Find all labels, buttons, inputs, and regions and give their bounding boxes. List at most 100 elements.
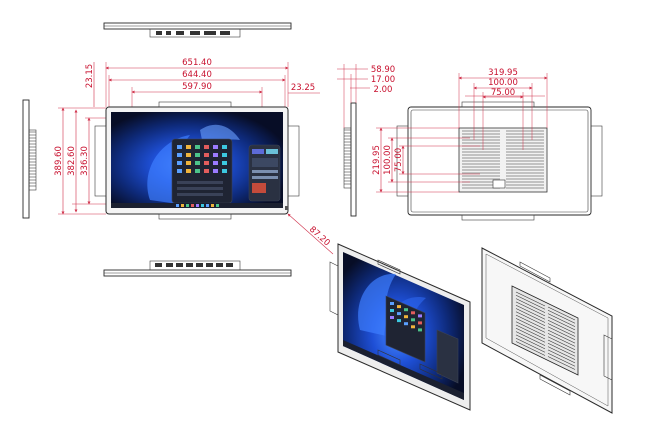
taskbar-icon (181, 204, 184, 207)
fin-line (547, 313, 576, 327)
dim-width-mid: 644.40 (182, 70, 212, 80)
dim-vesa-100-v: 100.00 (383, 145, 393, 175)
left-side-view (22, 99, 37, 219)
app-tile (204, 161, 209, 165)
perspective-front-view (329, 243, 471, 411)
mounting-bracket-graphic (511, 285, 579, 376)
app-tile (404, 308, 408, 312)
dim-height-inner: 336.30 (80, 146, 90, 176)
app-tile (222, 169, 227, 173)
port (216, 263, 223, 267)
list-row (177, 181, 223, 184)
app-tile (195, 145, 200, 149)
app-tile (390, 309, 394, 312)
fin-line (515, 308, 546, 323)
top-view (103, 22, 292, 38)
app-tile (418, 328, 422, 332)
back-vertical-dimensions: 219.95 100.00 75.00 (372, 127, 480, 193)
app-tile (213, 145, 218, 149)
dim-vesa-width: 319.95 (488, 68, 518, 78)
fin-line (515, 321, 546, 336)
app-tile (213, 169, 218, 173)
front-vertical-dimensions: 389.60 382.60 336.30 (54, 107, 109, 215)
fin-line (515, 331, 546, 346)
app-tile (186, 153, 191, 157)
app-tile (177, 169, 182, 173)
app-tile (204, 169, 209, 173)
port (176, 263, 183, 267)
app-tile (195, 161, 200, 165)
app-tile (213, 153, 218, 157)
taskbar-icon (211, 204, 214, 207)
fin-line (547, 329, 576, 344)
fin-line (515, 341, 546, 356)
dim-vesa-100-h: 100.00 (488, 78, 518, 88)
diagonal-dimension: 87.20 (287, 213, 334, 255)
taskbar-icon (186, 204, 189, 207)
port (166, 263, 173, 267)
fin-line (547, 349, 576, 364)
taskbar-icon (201, 204, 204, 207)
dim-height-mid: 382.60 (67, 146, 77, 176)
app-tile (186, 145, 191, 149)
app-tile (222, 153, 227, 157)
dim-top-left: 23.15 (85, 64, 95, 88)
app-tile (213, 161, 218, 165)
app-tile (411, 311, 415, 315)
app-tile (186, 169, 191, 173)
fin-line (515, 295, 546, 310)
app-tile (195, 153, 200, 157)
app-tile (411, 318, 415, 322)
back-horizontal-dimensions: 319.95 100.00 75.00 (458, 68, 548, 150)
port (155, 263, 162, 267)
taskbar-icon (191, 204, 194, 207)
fin-line (515, 324, 546, 340)
perspective-back-view (481, 247, 613, 414)
dim-depth-glass: 2.00 (374, 85, 393, 95)
fin-line (515, 314, 546, 330)
fin-line (547, 333, 576, 347)
taskbar-icon (176, 204, 179, 207)
dim-width-inner: 597.90 (182, 82, 212, 92)
port (186, 263, 193, 267)
app-tile (222, 145, 227, 149)
app-tile (397, 305, 401, 309)
dim-vesa-75-h: 75.00 (491, 88, 515, 98)
fin-line (515, 304, 546, 320)
back-view (396, 95, 603, 221)
front-horizontal-dimensions: 651.40 644.40 597.90 23.15 23.25 (85, 58, 320, 110)
fin-line (515, 328, 546, 343)
dim-vesa-height: 219.95 (372, 145, 382, 175)
fin-line (547, 319, 576, 334)
app-tile (397, 319, 401, 323)
app-tile (222, 161, 227, 165)
fin-line (515, 318, 546, 333)
app-tile (390, 316, 394, 319)
app-tile (186, 161, 191, 165)
dim-depth-frame: 17.00 (371, 75, 395, 85)
list-row (177, 193, 223, 196)
right-side-view: 58.90 17.00 2.00 (337, 64, 395, 217)
fin-line (515, 334, 546, 350)
port (226, 263, 233, 267)
fin-line (515, 337, 546, 353)
fin-line (547, 323, 576, 337)
fin-line (515, 291, 546, 307)
fin-line (547, 339, 576, 354)
dim-top-right: 23.25 (291, 83, 315, 93)
dim-depth-total: 58.90 (371, 65, 395, 75)
app-tile (397, 312, 401, 316)
port (206, 263, 213, 267)
app-tile (404, 322, 408, 326)
fin-line (547, 352, 576, 367)
taskbar-icon (216, 204, 219, 207)
app-tile (177, 145, 182, 149)
app-tile (404, 315, 408, 319)
list-row (177, 187, 223, 190)
app-tile (195, 169, 200, 173)
taskbar-icon (206, 204, 209, 207)
fin-line (547, 343, 576, 357)
app-tile (418, 314, 422, 318)
fin-line (515, 311, 546, 327)
